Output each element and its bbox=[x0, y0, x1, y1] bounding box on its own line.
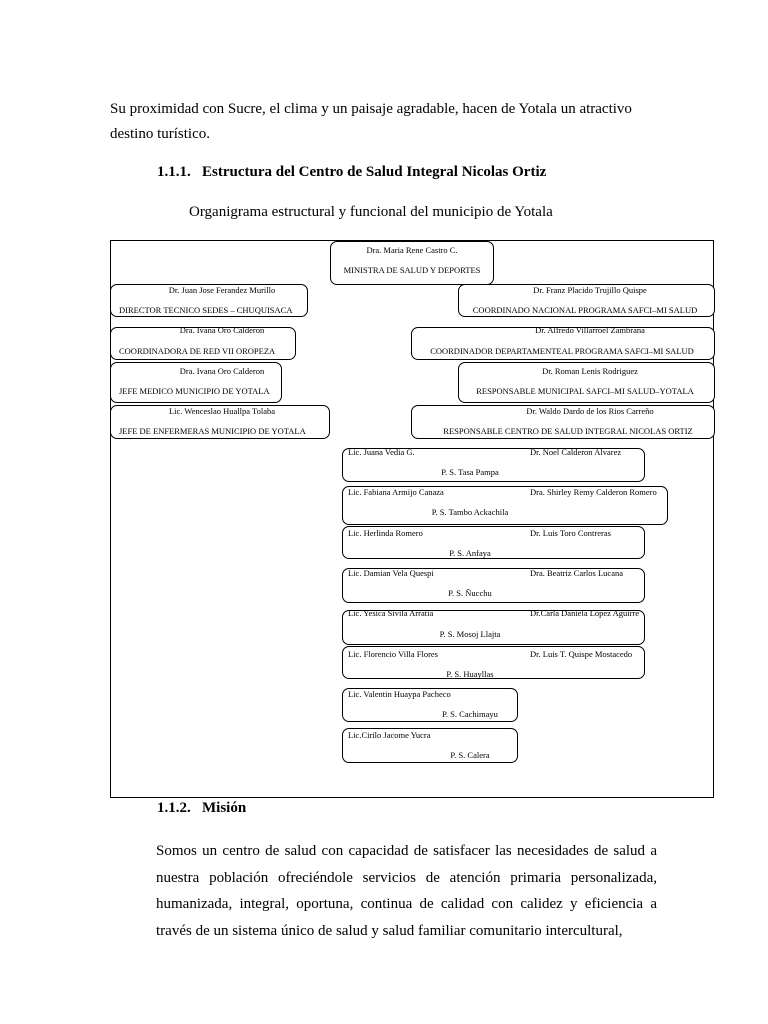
org-left-role: JEFE DE ENFERMERAS MUNICIPIO DE YOTALA bbox=[119, 426, 306, 436]
org-post-lic: Lic. Florencio Villa Flores bbox=[348, 649, 438, 659]
section-title: Misión bbox=[202, 800, 247, 816]
org-box-post-cachimayu bbox=[342, 688, 518, 722]
org-right-name: Dr. Alfredo Villarroel Zambrana bbox=[535, 325, 645, 335]
org-post-name: P. S. Cachimayu bbox=[442, 709, 498, 719]
org-post-lic: Lic. Yesica Sivila Arratia bbox=[348, 608, 434, 618]
org-box-post-mosoj-llajta bbox=[342, 610, 645, 645]
org-post-doctor: Dra. Shirley Remy Calderon Romero bbox=[530, 487, 657, 497]
mision-paragraph: Somos un centro de salud con capacidad d… bbox=[156, 843, 657, 939]
org-right-role: RESPONSABLE MUNICIPAL SAFCI–MI SALUD–YOT… bbox=[476, 386, 694, 396]
org-right-role: RESPONSABLE CENTRO DE SALUD INTEGRAL NIC… bbox=[443, 426, 693, 436]
org-post-lic: Lic. Juana Vedia G. bbox=[348, 447, 415, 457]
org-left-role: JEFE MEDICO MUNICIPIO DE YOTALA bbox=[119, 386, 270, 396]
section-heading-mision: 1.1.2. Misión bbox=[157, 800, 246, 817]
org-box-right-2 bbox=[411, 327, 715, 360]
org-right-name: Dr. Waldo Dardo de los Rios Carreño bbox=[526, 406, 654, 416]
org-box-right-4 bbox=[411, 405, 715, 439]
org-box-right-1 bbox=[458, 284, 715, 317]
org-box-post-tasa-pampa bbox=[342, 448, 645, 482]
org-post-doctor: Dra. Beatriz Carlos Lucana bbox=[530, 568, 623, 578]
section-number: 1.1.2. bbox=[157, 800, 191, 816]
org-chart-caption: Organigrama estructural y funcional del … bbox=[189, 204, 553, 220]
org-left-role: DIRECTOR TECNICO SEDES – CHUQUISACA bbox=[119, 305, 293, 315]
org-left-name: Dr. Juan Jose Ferandez Murillo bbox=[168, 285, 276, 295]
org-post-lic: Lic. Fabiana Armijo Canaza bbox=[348, 487, 444, 497]
org-post-name: P. S. Tasa Pampa bbox=[441, 467, 499, 477]
intro-paragraph: Su proximidad con Sucre, el clima y un p… bbox=[110, 101, 632, 142]
org-post-doctor: Dr. Luis T. Quispe Mostacedo bbox=[530, 649, 633, 659]
org-post-name: P. S. Huayllas bbox=[446, 669, 494, 679]
org-post-name: P. S. Anfaya bbox=[449, 548, 491, 558]
org-box-post-huayllas bbox=[342, 646, 645, 679]
org-box-post-tambo-ackachila bbox=[342, 486, 668, 525]
org-post-doctor: Dr.Carla Daniela Lopez Aguirre bbox=[530, 608, 640, 618]
org-box-left-3 bbox=[110, 362, 282, 403]
org-right-role: COORDINADOR DEPARTAMENTEAL PROGRAMA SAFC… bbox=[430, 346, 694, 356]
org-right-name: Dr. Franz Placido Trujillo Quispe bbox=[533, 285, 647, 295]
org-box-post-nucchu bbox=[342, 568, 645, 603]
org-post-doctor: Dr. Noel Calderon Alvarez bbox=[530, 447, 622, 457]
section-title: Estructura del Centro de Salud Integral … bbox=[202, 164, 547, 180]
org-post-lic: Lic. Herlinda Romero bbox=[348, 528, 423, 538]
org-box-left-4 bbox=[110, 405, 330, 439]
org-post-name: P. S. Calera bbox=[450, 750, 490, 760]
org-post-lic: Lic. Damian Vela Quespi bbox=[348, 568, 434, 578]
org-left-role: COORDINADORA DE RED VII OROPEZA bbox=[119, 346, 276, 356]
org-post-lic: Lic. Valentin Huaypa Pacheco bbox=[348, 689, 451, 699]
org-right-role: COORDINADO NACIONAL PROGRAMA SAFCI–MI SA… bbox=[472, 305, 698, 315]
org-left-name: Lic. Wenceslao Huallpa Tolaba bbox=[168, 406, 276, 416]
org-left-name: Dra. Ivana Oro Calderon bbox=[179, 366, 265, 376]
section-number: 1.1.1. bbox=[157, 164, 191, 180]
org-box-left-1 bbox=[110, 284, 308, 317]
org-ministra-role: MINISTRA DE SALUD Y DEPORTES bbox=[343, 265, 481, 275]
org-ministra-name: Dra. Maria Rene Castro C. bbox=[366, 245, 458, 255]
org-post-lic: Lic.Cirilo Jacome Yucra bbox=[348, 730, 431, 740]
org-post-name: P. S. Mosoj Llajta bbox=[439, 629, 501, 639]
org-post-doctor: Dr. Luis Toro Contreras bbox=[530, 528, 611, 538]
org-box-right-3 bbox=[458, 362, 715, 403]
org-box-post-anfaya bbox=[342, 526, 645, 559]
org-box-post-calera bbox=[342, 728, 518, 763]
org-box-ministra bbox=[330, 241, 494, 285]
section-heading-estructura: 1.1.1. Estructura del Centro de Salud Int… bbox=[157, 164, 546, 181]
org-right-name: Dr. Roman Lenis Rodriguez bbox=[542, 366, 638, 376]
org-post-name: P. S. Ñucchu bbox=[448, 588, 492, 598]
org-box-left-2 bbox=[110, 327, 296, 360]
org-left-name: Dra. Ivana Oro Calderon bbox=[179, 325, 265, 335]
org-chart-frame: Dra. Maria Rene Castro C. MINISTRA DE SA… bbox=[110, 240, 715, 798]
org-post-name: P. S. Tambo Ackachila bbox=[431, 507, 509, 517]
